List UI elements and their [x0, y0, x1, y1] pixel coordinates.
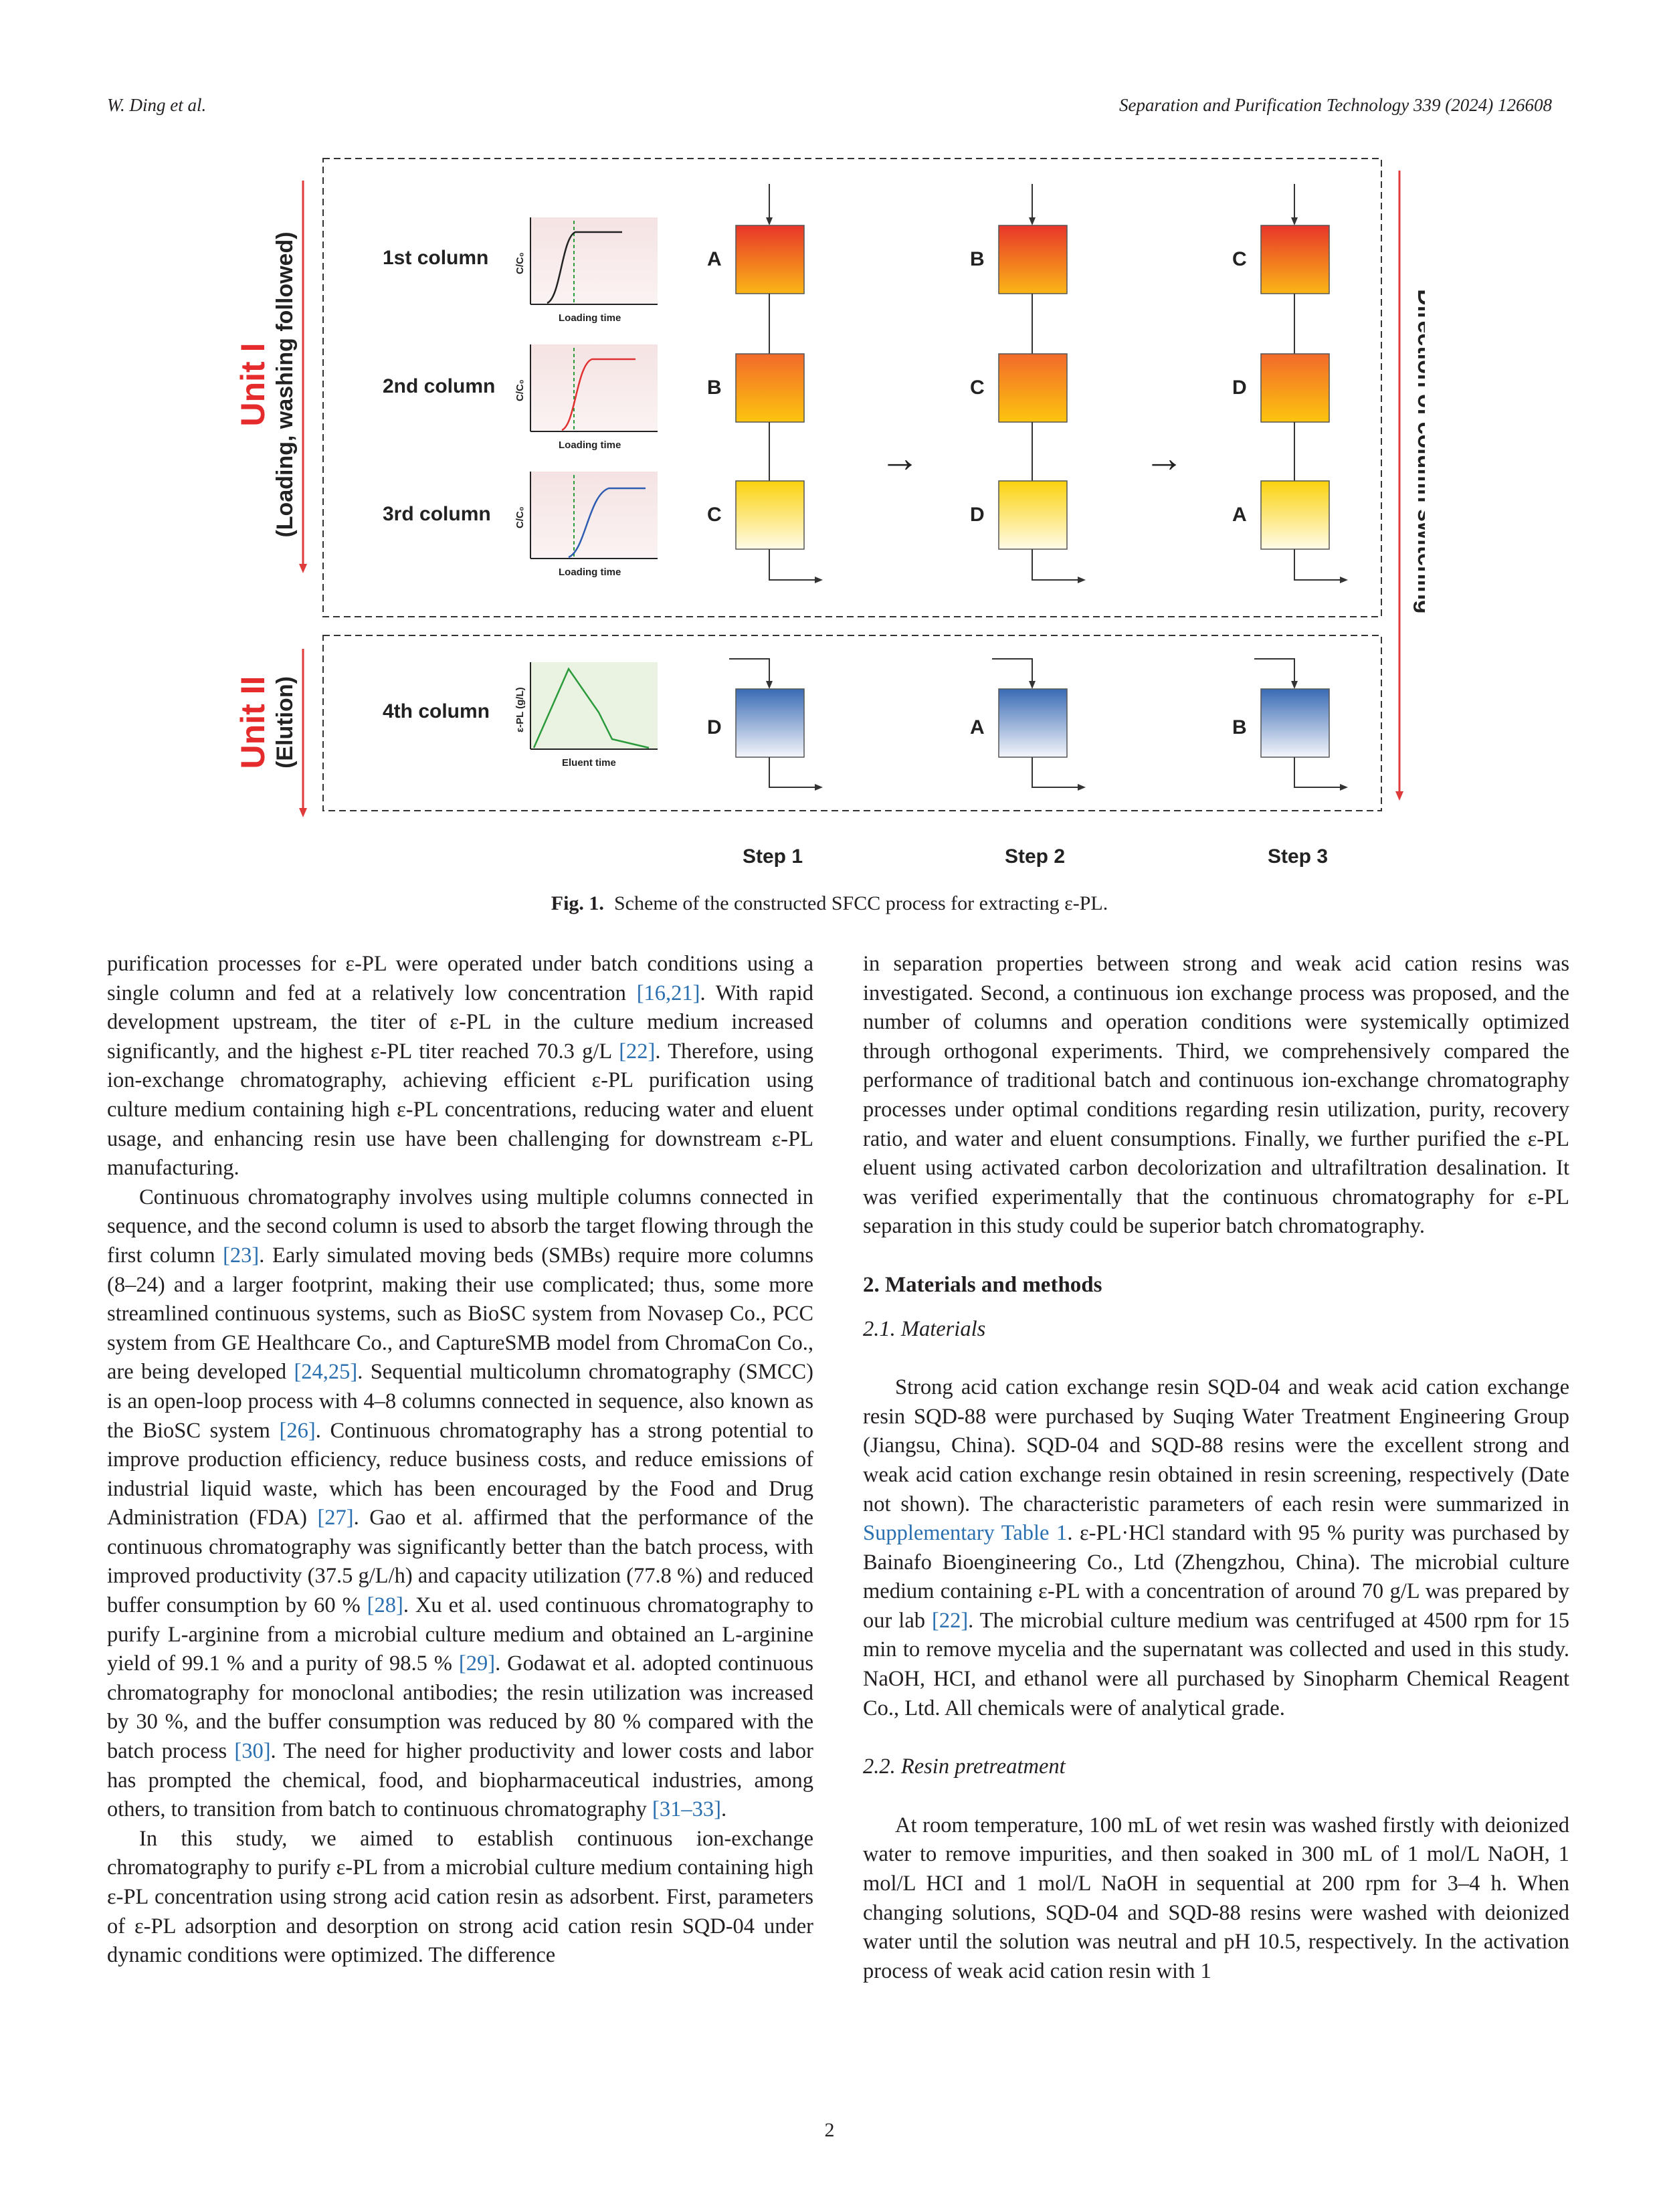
unit2-frame: [322, 635, 1382, 811]
unit1-label-group: Unit I (Loading, washing followed): [234, 231, 298, 537]
citation-link[interactable]: [27]: [317, 1506, 354, 1530]
svg-text:ε-PL (g/L): ε-PL (g/L): [514, 687, 526, 732]
citation-link[interactable]: [30]: [234, 1739, 271, 1764]
right-paragraph-2: Strong acid cation exchange resin SQD-04…: [863, 1375, 1570, 1720]
caption-text: Scheme of the constructed SFCC process f…: [613, 892, 1108, 914]
transition-arrow-2: →: [1144, 435, 1184, 480]
header-authors: W. Ding et al.: [107, 95, 207, 115]
svg-text:C: C: [1232, 248, 1247, 270]
svg-text:Loading time: Loading time: [559, 312, 621, 324]
sfcc-scheme-diagram: Unit I (Loading, washing followed) Unit …: [234, 158, 1438, 868]
svg-text:D: D: [970, 504, 985, 526]
step3-columns: C D A B: [1232, 184, 1348, 791]
citation-link[interactable]: [22]: [619, 1039, 656, 1064]
col2-label: 2nd column: [383, 375, 495, 397]
svg-text:B: B: [707, 377, 722, 399]
svg-text:Eluent time: Eluent time: [562, 757, 616, 769]
right-paragraph-3: At room temperature, 100 mL of wet resin…: [863, 1813, 1569, 1983]
svg-text:A: A: [1232, 504, 1247, 526]
direction-label: Direction of column switching: [1413, 289, 1425, 613]
svg-text:D: D: [707, 716, 722, 738]
svg-text:B: B: [1232, 716, 1247, 738]
supplementary-link[interactable]: Supplementary Table 1: [863, 1521, 1068, 1546]
left-paragraph-1: purification processes for ε-PL were ope…: [107, 952, 814, 1181]
chart-col3: C/C₀ Loading time: [514, 472, 658, 578]
section-heading-2: 2. Materials and methods: [863, 1272, 1102, 1297]
svg-text:C: C: [707, 504, 722, 526]
header-journal: Separation and Purification Technology 3…: [1119, 95, 1552, 115]
caption-label: Fig. 1.: [551, 892, 604, 914]
svg-text:C/C₀: C/C₀: [514, 506, 526, 528]
chart-col1: C/C₀ Loading time: [514, 217, 658, 324]
svg-text:A: A: [970, 716, 985, 738]
subsection-heading-2-1: 2.1. Materials: [863, 1316, 986, 1341]
citation-link[interactable]: [24,25]: [294, 1360, 358, 1385]
svg-text:Loading time: Loading time: [559, 439, 621, 451]
figure-1: Unit I (Loading, washing followed) Unit …: [234, 150, 1438, 886]
svg-text:C/C₀: C/C₀: [514, 379, 526, 401]
unit2-sub: (Elution): [272, 676, 298, 769]
page-header: W. Ding et al. Separation and Purificati…: [107, 95, 1552, 122]
unit1-frame: [322, 158, 1382, 617]
left-paragraph-3: In this study, we aimed to establish con…: [107, 1826, 813, 1968]
svg-text:D: D: [1232, 377, 1247, 399]
figure-caption: Fig. 1. Scheme of the constructed SFCC p…: [107, 892, 1552, 915]
col3-label: 3rd column: [383, 503, 491, 525]
unit1-sub: (Loading, washing followed): [272, 231, 298, 537]
citation-link[interactable]: [31–33]: [652, 1797, 721, 1822]
svg-text:A: A: [707, 248, 722, 270]
left-paragraph-2: Continuous chromatography involves using…: [107, 1185, 813, 1822]
chart-col4: ε-PL (g/L) Eluent time: [514, 662, 658, 769]
svg-text:C: C: [970, 377, 985, 399]
svg-text:C/C₀: C/C₀: [514, 252, 526, 274]
citation-link[interactable]: [26]: [279, 1418, 316, 1443]
step2-label: Step 2: [1005, 845, 1065, 868]
step1-label: Step 1: [743, 845, 803, 868]
svg-text:Loading time: Loading time: [559, 567, 621, 578]
transition-arrow-1: →: [880, 435, 920, 480]
step2-columns: B C D A: [970, 184, 1086, 791]
step1-columns: A B C D: [707, 184, 823, 791]
citation-link[interactable]: [22]: [932, 1608, 969, 1633]
citation-link[interactable]: [16,21]: [636, 981, 700, 1005]
left-column: purification processes for ε-PL were ope…: [107, 950, 813, 1971]
citation-link[interactable]: [28]: [367, 1593, 403, 1618]
citation-link[interactable]: [23]: [223, 1243, 260, 1268]
unit2-label-group: Unit II (Elution): [234, 676, 298, 769]
right-paragraph-1: in separation properties between strong …: [863, 952, 1569, 1239]
right-column: in separation properties between strong …: [863, 950, 1569, 1986]
unit1-label: Unit I: [234, 343, 272, 427]
unit2-label: Unit II: [234, 676, 272, 769]
svg-text:B: B: [970, 248, 985, 270]
chart-col2: C/C₀ Loading time: [514, 344, 658, 451]
subsection-heading-2-2: 2.2. Resin pretreatment: [863, 1754, 1066, 1779]
citation-link[interactable]: [29]: [458, 1651, 496, 1676]
col4-label: 4th column: [383, 700, 490, 722]
col1-label: 1st column: [383, 247, 488, 269]
step3-label: Step 3: [1268, 845, 1328, 868]
page-number: 2: [824, 2119, 835, 2141]
